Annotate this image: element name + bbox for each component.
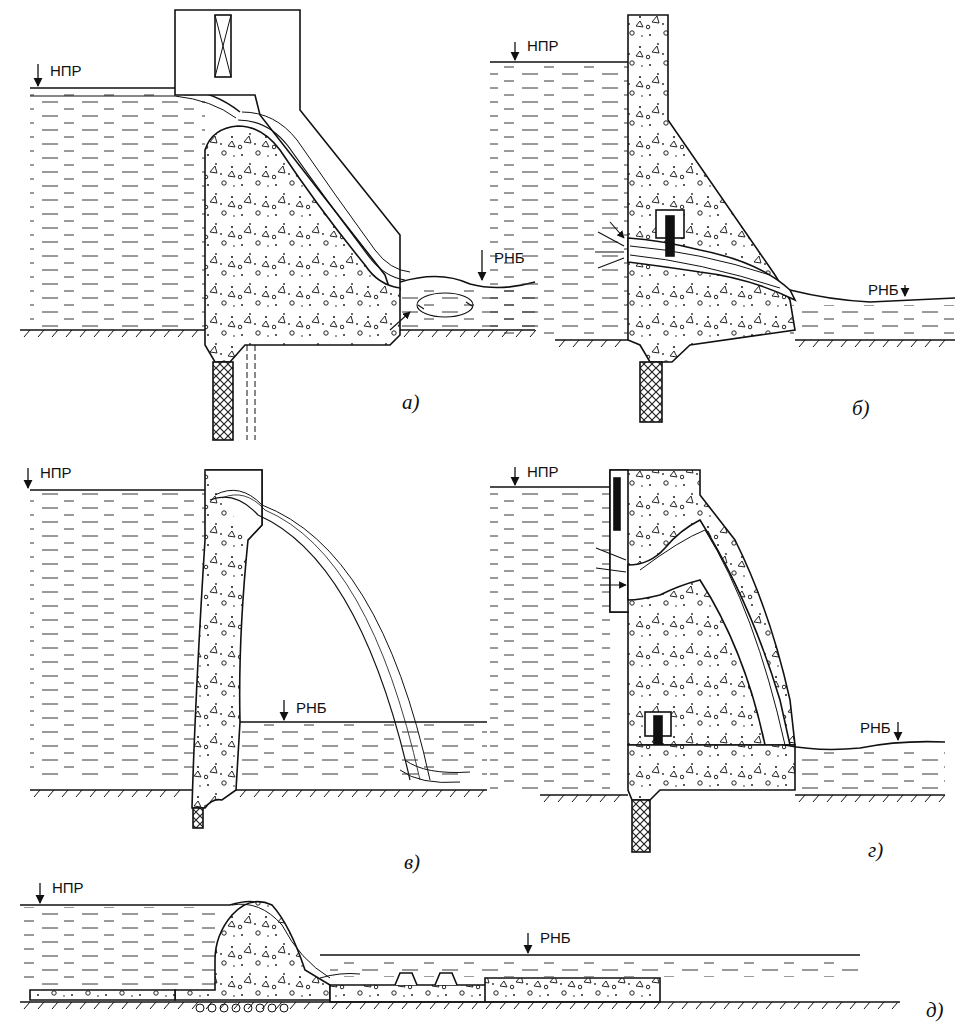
bottom-outlet-dam-b: [490, 15, 955, 422]
water-level-label: РНБ: [540, 930, 571, 945]
panel-letter: б): [852, 398, 870, 419]
water-level-label: НПР: [527, 38, 559, 53]
water-level-label: РНБ: [296, 700, 327, 715]
panel-letter: д): [926, 1000, 944, 1021]
water-level-label: НПР: [40, 465, 72, 480]
water-level-label: РНБ: [494, 250, 525, 265]
water-level-label: НПР: [527, 464, 559, 479]
tunnel-spillway-dam-d: [490, 470, 945, 852]
water-level-label: НПР: [50, 63, 82, 78]
arch-overflow-dam-c: [30, 470, 487, 828]
panel-letter: г): [868, 840, 883, 861]
ground-hatching: [20, 330, 955, 1009]
water-level-label: НПР: [52, 880, 84, 895]
level-arrows: [28, 42, 905, 953]
water-level-label: РНБ: [860, 720, 891, 735]
panel-letter: а): [402, 392, 420, 413]
spillway-dam-a: [30, 10, 535, 440]
water-level-label: РНБ: [868, 282, 899, 297]
weir-on-soft-ground-e: [20, 901, 860, 1012]
panel-letter: в): [404, 852, 420, 873]
